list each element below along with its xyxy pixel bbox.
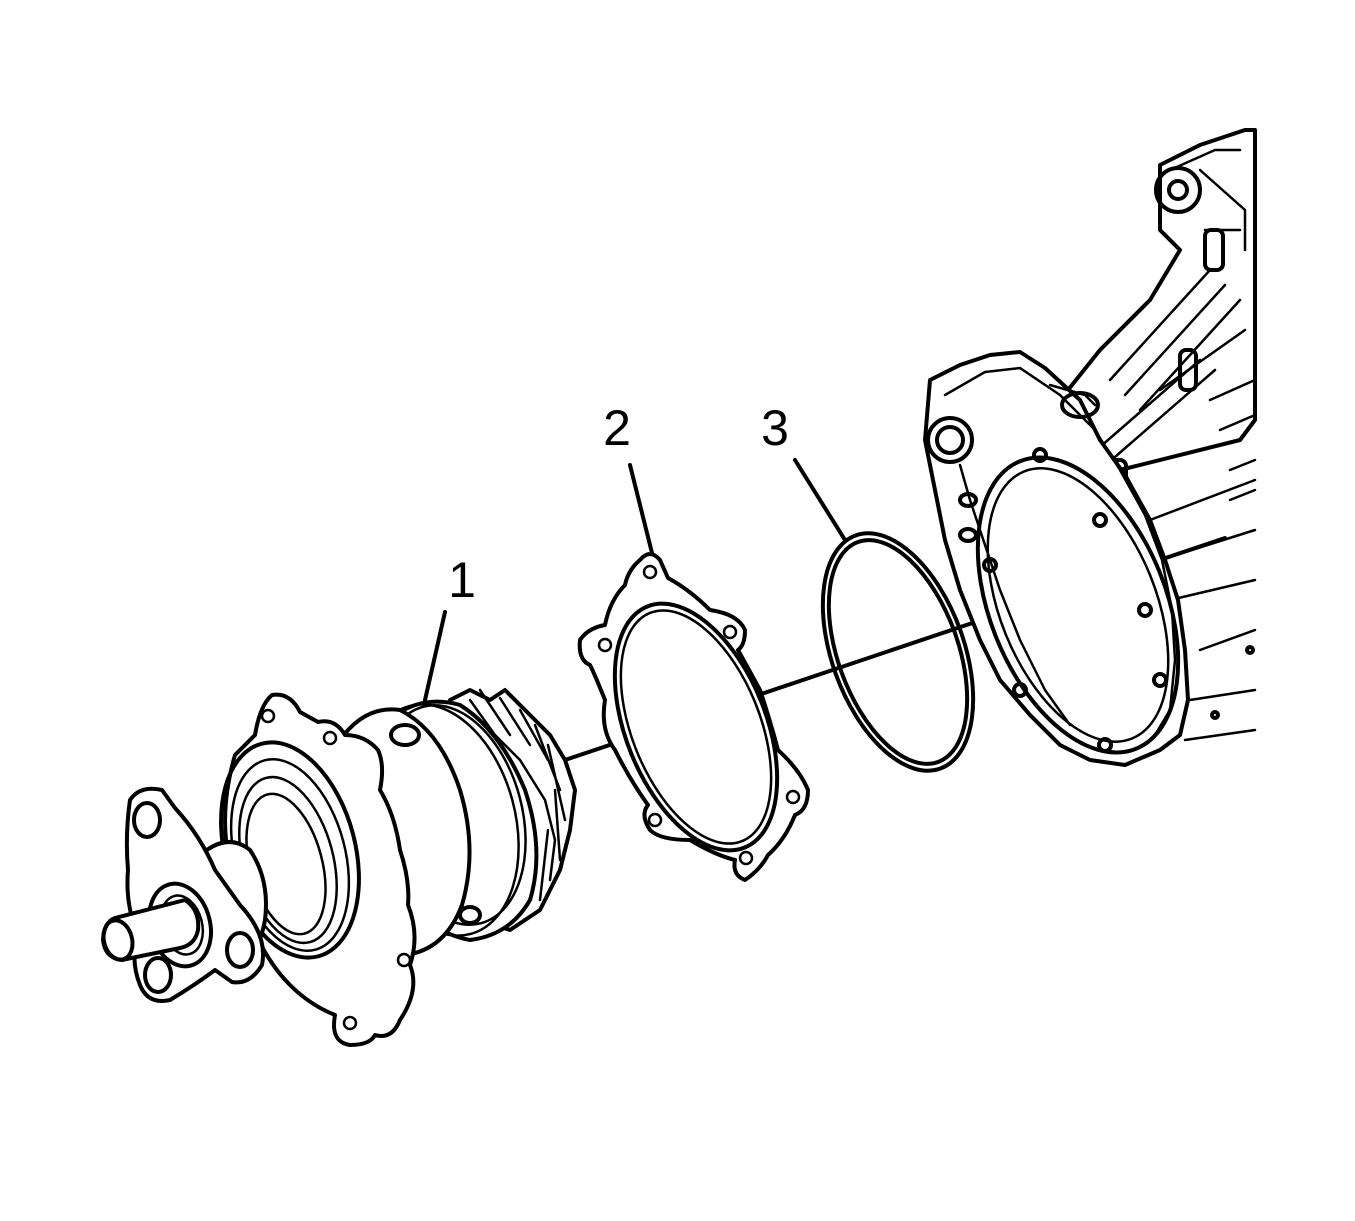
leader-line-2 [628,463,654,555]
leader-line-1 [423,610,447,702]
callout-1: 1 [448,552,476,608]
gasket [577,552,810,882]
callout-3: 3 [761,400,789,456]
transmission-housing [923,128,1257,767]
o-ring-seal [820,531,976,773]
leader-line-3 [793,458,847,542]
callout-2: 2 [603,400,631,456]
pump-assembly [101,688,577,1047]
